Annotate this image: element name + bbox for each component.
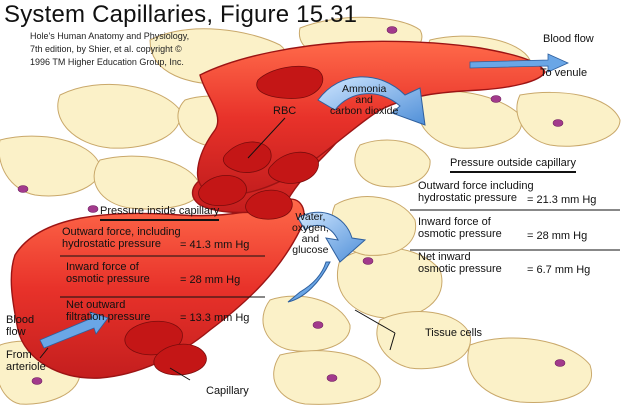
leader-line <box>389 332 396 351</box>
tissue-cells-label: Tissue cells <box>425 327 483 339</box>
red-blood-cell <box>256 65 324 99</box>
nucleus <box>490 95 502 103</box>
nucleus <box>31 377 43 385</box>
leader-line <box>169 367 191 381</box>
tissue-cell <box>416 90 523 149</box>
inside-net-value: = 13.3 mm Hg <box>180 312 250 324</box>
blood-flow-top-label: Blood flow <box>543 33 594 45</box>
figure-title: System Capillaries, Figure 15.31 <box>4 1 358 28</box>
blood-flow-out-arrow <box>469 53 569 73</box>
nucleus <box>326 374 338 382</box>
blood-flow-in-arrow <box>39 311 109 349</box>
nucleus <box>386 26 398 34</box>
inside-outward-value: = 41.3 mm Hg <box>180 239 250 251</box>
tissue-cell <box>354 139 431 188</box>
tissue-cell <box>467 337 593 403</box>
red-blood-cell <box>245 189 293 220</box>
leader-line <box>39 347 49 359</box>
capillary-label: Capillary <box>206 385 249 397</box>
tissue-cell <box>57 83 181 149</box>
to-venule-label: To venule <box>540 67 588 79</box>
outside-pressure-header: Pressure outside capillary <box>450 157 576 173</box>
leader-lines <box>39 117 396 381</box>
red-blood-cell <box>223 141 272 173</box>
tissue-cell <box>0 135 101 197</box>
outside-net-label: Net inward osmotic pressure <box>418 251 502 275</box>
inside-net-label: Net outward filtration pressure <box>66 299 151 323</box>
water-label: Water, oxygen, and glucose <box>292 211 329 257</box>
capillary-lower <box>10 198 305 379</box>
exchange-arrow-in <box>297 211 367 263</box>
outside-outward-label: Outward force including hydrostatic pres… <box>418 180 534 204</box>
tissue-cell <box>93 155 201 210</box>
blood-flow-left-label: Blood flow <box>6 314 35 338</box>
tissue-cell <box>516 91 621 147</box>
exchange-arrow-out <box>317 76 426 126</box>
leader-line <box>354 309 396 334</box>
red-blood-cell <box>198 174 247 207</box>
nucleus <box>552 119 564 127</box>
outside-inward-value: = 28 mm Hg <box>527 230 588 242</box>
table-rules <box>60 209 620 298</box>
from-arteriole-label: From arteriole <box>6 349 46 373</box>
leader-line <box>247 117 286 159</box>
ammonia-label: Ammonia and carbon dioxide <box>330 83 399 118</box>
nucleus <box>87 205 99 213</box>
nucleus <box>17 185 29 193</box>
outside-net-value: = 6.7 mm Hg <box>527 264 591 276</box>
nucleus <box>312 321 324 329</box>
exchange-arrow-in-tip <box>287 261 331 303</box>
outside-inward-label: Inward force of osmotic pressure <box>418 216 502 240</box>
outside-outward-value: = 21.3 mm Hg <box>527 194 597 206</box>
credit-line-2: 7th edition, by Shier, et al. copyright … <box>30 44 182 54</box>
tissue-cell <box>262 295 351 352</box>
inside-inward-label: Inward force of osmotic pressure <box>66 261 150 285</box>
credit-line-3: 1996 TM Higher Education Group, Inc. <box>30 57 184 67</box>
nucleus <box>554 359 566 367</box>
red-blood-cell <box>153 343 207 376</box>
inside-pressure-header: Pressure inside capillary <box>100 205 220 221</box>
tissue-cell <box>376 311 471 370</box>
red-blood-cell <box>268 151 319 184</box>
inside-inward-value: = 28 mm Hg <box>180 274 241 286</box>
nucleus <box>362 257 374 265</box>
rbc-group <box>124 65 324 376</box>
inside-outward-label: Outward force, including hydrostatic pre… <box>62 226 181 250</box>
credit-line-1: Hole's Human Anatomy and Physiology, <box>30 31 190 41</box>
rbc-label: RBC <box>273 105 297 117</box>
